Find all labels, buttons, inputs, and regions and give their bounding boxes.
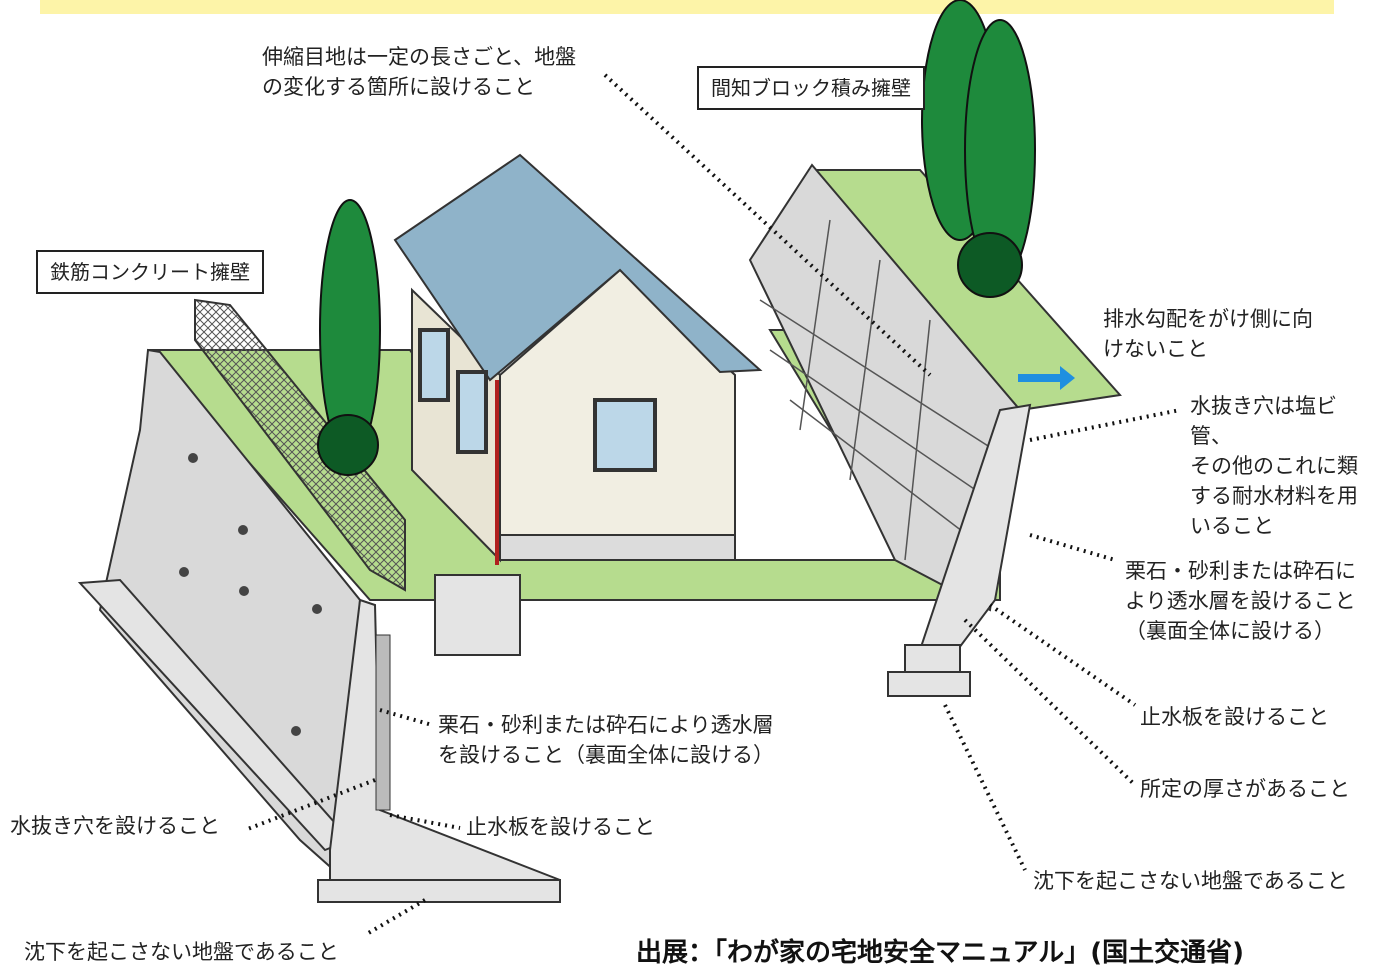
leader-lines xyxy=(244,73,1181,937)
tree-left-base xyxy=(317,414,379,476)
house-window-side-1 xyxy=(418,328,450,402)
label-expansion-joint: 伸縮目地は一定の長さごと、地盤 の変化する箇所に設けること xyxy=(262,45,577,99)
label-permeable-layer-right: 栗石・砂利または砕石に より透水層を設けること （裏面全体に設ける） xyxy=(1125,559,1356,643)
label-thickness: 所定の厚さがあること xyxy=(1140,777,1350,801)
label-ground-left: 沈下を起こさない地盤であること xyxy=(24,940,339,964)
label-waterstop-right: 止水板を設けること xyxy=(1140,705,1329,729)
house-window-front xyxy=(593,398,657,472)
drainage-arrow-icon xyxy=(1018,366,1075,390)
label-drainage-slope: 排水勾配をがけ側に向 けないこと xyxy=(1103,307,1313,361)
rc-wall-face xyxy=(98,348,362,883)
tree-right-base xyxy=(957,232,1023,298)
fence xyxy=(194,298,406,592)
house-roof xyxy=(393,153,763,382)
catch-basin xyxy=(434,574,521,656)
label-weep-hole-left: 水抜き穴を設けること xyxy=(10,814,220,838)
rc-footing xyxy=(317,879,561,903)
label-weep-hole-material: 水抜き穴は塩ビ管、 その他のこれに類 する耐水材料を用 いること xyxy=(1190,394,1358,538)
permeable-layer-left xyxy=(375,634,391,811)
label-ground-right: 沈下を起こさない地盤であること xyxy=(1033,869,1348,893)
block-footing xyxy=(887,671,971,697)
label-permeable-layer-left: 栗石・砂利または砕石により透水層 を設けること（裏面全体に設ける） xyxy=(438,713,774,767)
label-waterstop-left: 止水板を設けること xyxy=(466,815,655,839)
house-window-side-2 xyxy=(456,370,488,454)
rc-wall-holes xyxy=(179,453,322,736)
top-banner xyxy=(40,0,1334,14)
label-block-wall: 間知ブロック積み擁壁 xyxy=(697,66,925,110)
house-foundation xyxy=(499,534,736,561)
source-credit: 出展：「わが家の宅地安全マニュアル」(国土交通省) xyxy=(636,938,1244,968)
block-wall-section xyxy=(918,403,1032,662)
label-rc-wall: 鉄筋コンクリート擁壁 xyxy=(36,250,264,294)
block-footing-top xyxy=(904,644,961,673)
